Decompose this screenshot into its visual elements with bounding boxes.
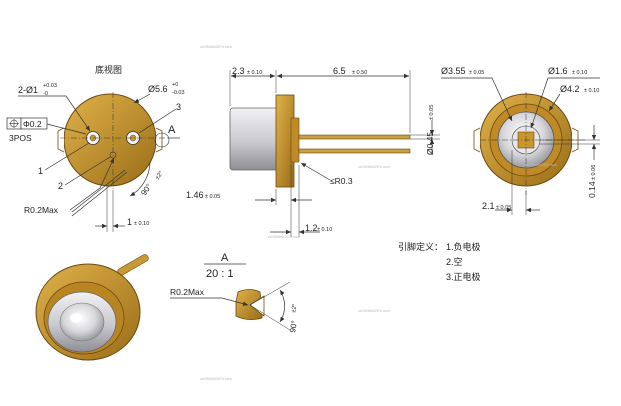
offset-dim: 1: [127, 217, 132, 227]
side-d3-tol: ± 0.05: [429, 105, 435, 120]
left-notch: [57, 127, 65, 153]
angle-tol: ±2°: [155, 170, 165, 181]
hole-tol-up: +0.03: [43, 83, 57, 89]
watermarks: cn084hfd2f7rnozs cn084hfd2f7rnozs cn084h…: [200, 44, 557, 381]
position-note: 3POS: [9, 133, 32, 143]
detail-a: A 20 : 1 R0.2Max 90° ±2°: [170, 252, 299, 333]
section-a-label: A: [168, 124, 176, 136]
watermark-6: cn084hfd2f7rnozs: [200, 376, 232, 381]
detail-radius: R0.2Max: [170, 287, 205, 297]
leg-top: [298, 134, 411, 140]
watermark-2: cn084hfd2f7rnozs: [358, 164, 390, 169]
side-d4: 1.46: [186, 190, 204, 200]
front-view: Ø3.55 ± 0.05 Ø1.6 ± 0.10 Ø4.2 ± 0.10 2.1…: [441, 66, 600, 215]
side-d2-tol: ± 0.50: [352, 70, 367, 76]
side-d1-tol: ± 0.10: [247, 70, 262, 76]
dia-tol-low: -0.03: [172, 90, 185, 96]
front-d5: 0.14: [587, 181, 597, 198]
radius-note: R0.2Max: [24, 205, 59, 215]
right-notch: [155, 127, 163, 153]
side-d5: 1.2: [305, 223, 318, 233]
leg-bottom: [298, 148, 411, 154]
detail-notch: [235, 289, 263, 320]
position-tol: Φ0.2: [23, 119, 42, 129]
front-d2: Ø1.6: [548, 66, 568, 76]
detail-angle: 90°: [288, 320, 299, 333]
side-r-note: ≤R0.3: [330, 176, 353, 186]
front-d5-tol: ± 0.06: [591, 165, 597, 180]
iso-lens: [59, 302, 105, 342]
watermark-5: cn084hfd2f7rnozs: [358, 308, 390, 313]
side-d4-tol: ± 0.05: [205, 194, 220, 200]
cap: [229, 107, 281, 171]
front-d4-tol: ± 0.05: [496, 205, 511, 211]
base-disc: [63, 93, 157, 187]
front-d4: 2.1: [482, 201, 495, 211]
pin-def-title: 引脚定义：: [398, 241, 443, 252]
iso-render: [35, 254, 149, 361]
watermark-4: cn084hfd2f7rnozs: [268, 234, 300, 239]
detail-scale: 20 : 1: [206, 268, 234, 280]
pin-def-item-2: 2.空: [446, 256, 463, 267]
bottom-view-title: 底视图: [95, 64, 122, 75]
pin2-label: 2: [58, 181, 63, 191]
front-d3: Ø4.2: [560, 84, 580, 94]
pin-definition: 引脚定义： 1.负电极 2.空 3.正电极: [398, 241, 481, 282]
detail-angle-tol: ±2°: [291, 303, 299, 314]
angle-dim: 90°: [139, 182, 153, 197]
side-d3: Ø0.45: [425, 132, 435, 155]
front-d3-tol: ± 0.10: [584, 88, 599, 94]
bottom-view: 底视图 2-Ø1 +0.03 -0 Ø5.6 +0 -0.03 Φ0.2 3PO…: [6, 64, 185, 232]
side-d1: 2.3: [232, 66, 245, 76]
pin-def-item-1: 1.负电极: [446, 241, 481, 252]
front-d1: Ø3.55: [441, 66, 466, 76]
side-d5-tol: ± 0.10: [317, 227, 332, 233]
watermark-3: cn084hfd2f7rnozs: [525, 162, 557, 167]
dia-dim: Ø5.6: [148, 84, 168, 94]
hole-tol-low: -0: [43, 91, 48, 97]
front-d2-tol: ± 0.10: [572, 70, 587, 76]
side-d2: 6.5: [333, 66, 346, 76]
detail-label: A: [221, 252, 229, 264]
front-d1-tol: ± 0.05: [469, 70, 484, 76]
iso-leg: [117, 254, 149, 276]
pin1-label: 1: [38, 166, 43, 176]
offset-tol: ± 0.10: [134, 221, 149, 227]
pin3-label: 3: [176, 102, 181, 112]
side-view: 2.3 ± 0.10 6.5 ± 0.50 Ø0.45 ± 0.05 1.46 …: [186, 66, 440, 237]
dia-tol-up: +0: [172, 82, 178, 88]
watermark-1: cn084hfd2f7rnozs: [200, 44, 232, 49]
pin-def-item-3: 3.正电极: [446, 271, 481, 282]
hole-dim: 2-Ø1: [18, 85, 38, 95]
